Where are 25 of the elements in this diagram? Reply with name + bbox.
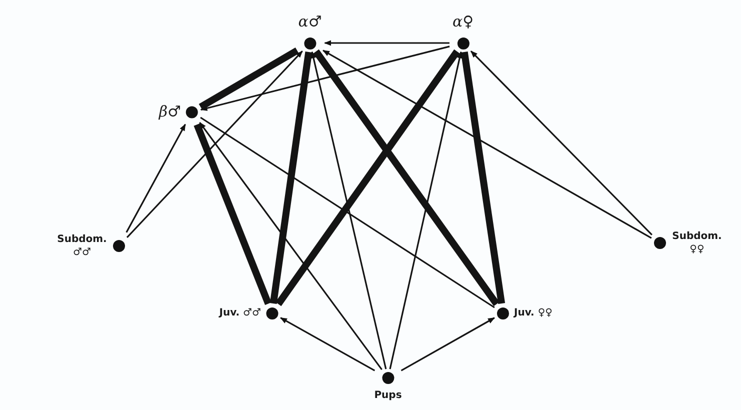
arrow <box>126 124 186 233</box>
thick-connector <box>275 49 460 306</box>
node-label: α♂ <box>298 12 322 32</box>
arrow <box>389 51 462 370</box>
node-label: Pups <box>374 389 402 402</box>
node-label: Juv. ♂♂ <box>219 306 261 320</box>
arrow <box>126 50 303 238</box>
node-label: Subdom. ♀♀ <box>671 230 723 256</box>
node-label: Juv. ♀♀ <box>514 306 552 320</box>
arrow <box>310 51 387 370</box>
thick-connector <box>194 123 272 305</box>
arrow <box>324 40 450 46</box>
arrow <box>470 50 652 236</box>
arrow <box>400 317 495 372</box>
arrow <box>280 317 376 372</box>
arrow <box>200 46 450 111</box>
thick-connector <box>270 51 312 304</box>
thick-connector <box>313 49 500 306</box>
thick-connector <box>198 48 299 110</box>
arrow <box>322 50 652 239</box>
node-label: α♀ <box>452 12 474 32</box>
thick-connector <box>460 51 506 304</box>
node-label: Subdom. ♂♂ <box>56 233 108 259</box>
node-label: β♂ <box>158 102 181 122</box>
arrow <box>199 122 382 370</box>
